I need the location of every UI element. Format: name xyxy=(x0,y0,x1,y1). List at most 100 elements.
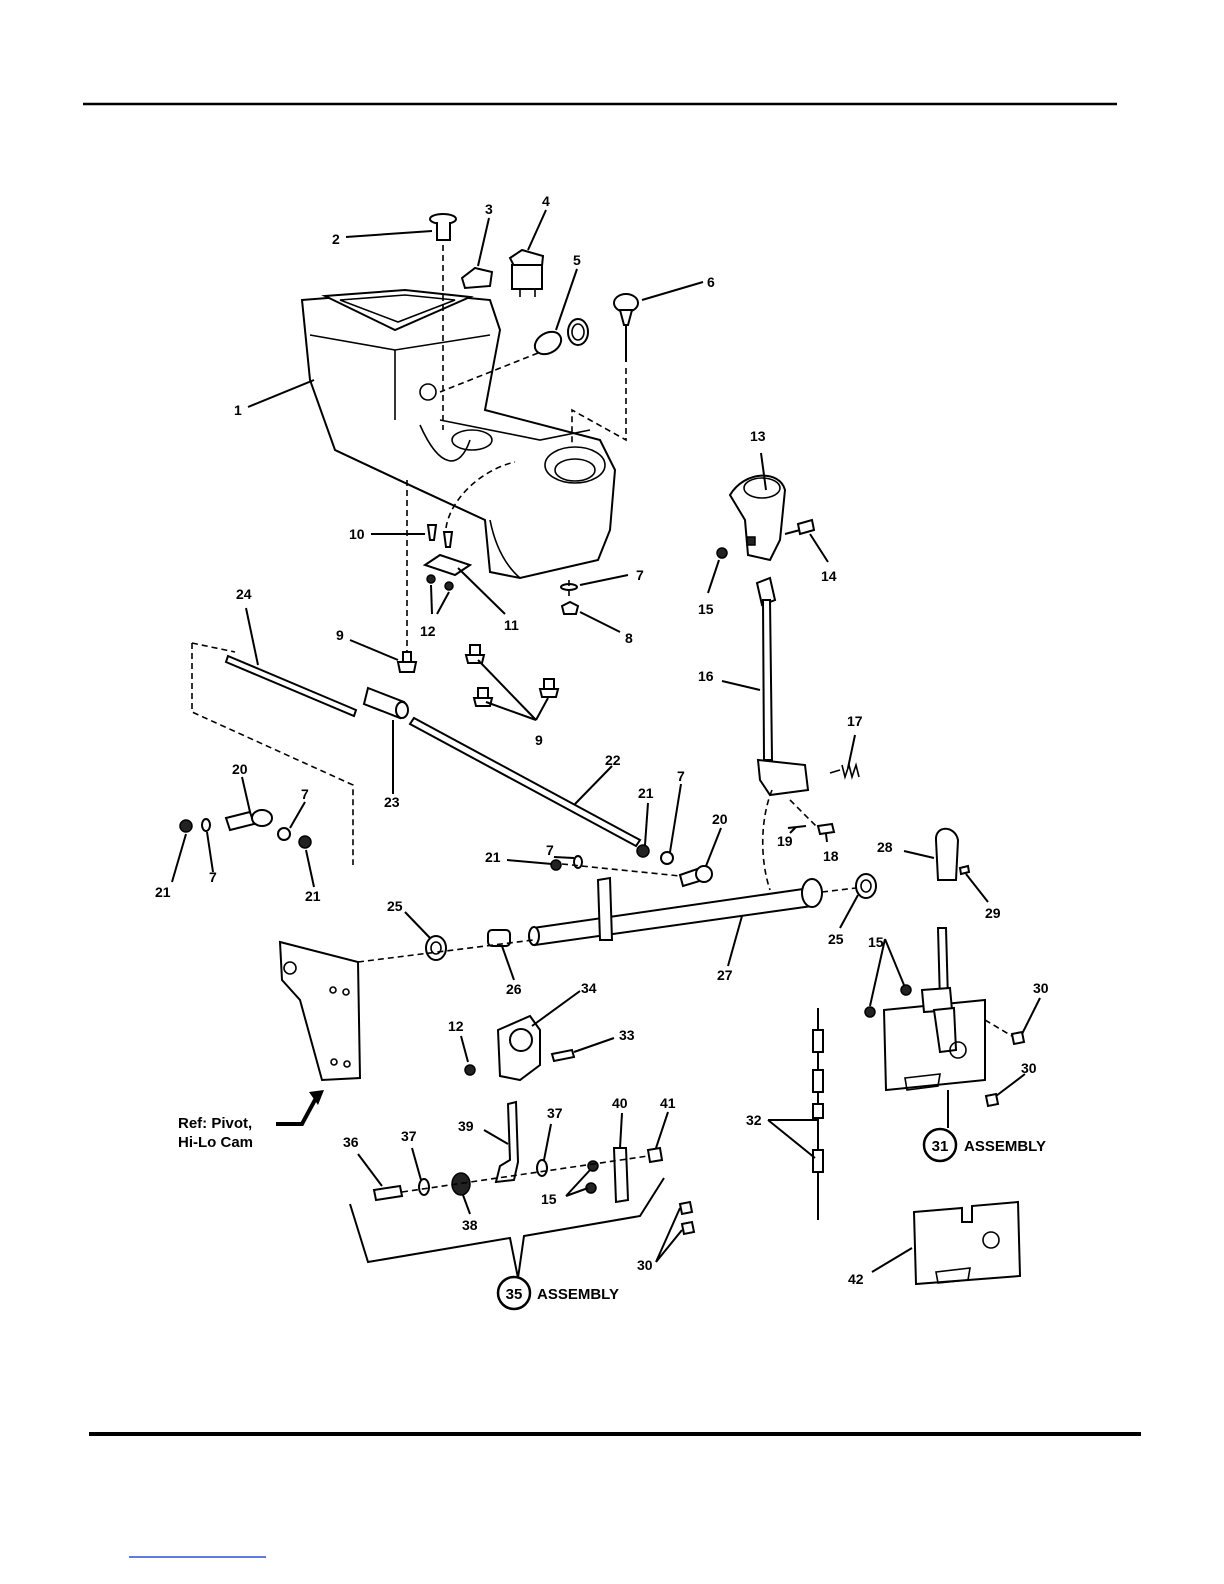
callout-9b: 9 xyxy=(535,732,543,748)
callout-13: 13 xyxy=(750,428,766,444)
part-5-outlet xyxy=(531,319,588,359)
callout-21a: 21 xyxy=(155,884,171,900)
part-36-bolt xyxy=(374,1186,402,1200)
callout-2: 2 xyxy=(332,231,340,247)
part-9-bolts xyxy=(466,645,558,706)
part-3-switch xyxy=(462,268,492,288)
callout-34: 34 xyxy=(581,980,597,996)
reference-line-2: Hi-Lo Cam xyxy=(178,1134,253,1151)
callout-23: 23 xyxy=(384,794,400,810)
callout-10: 10 xyxy=(349,526,365,542)
part-22-rod xyxy=(410,718,640,846)
callout-9a: 9 xyxy=(336,627,344,643)
callout-40: 40 xyxy=(612,1095,628,1111)
part-12-nut xyxy=(427,575,435,583)
callout-33: 33 xyxy=(619,1027,635,1043)
part-18-pin xyxy=(818,824,834,834)
part-9-bolt xyxy=(398,652,416,672)
callout-17: 17 xyxy=(847,713,863,729)
part-40-bracket xyxy=(614,1148,628,1202)
part-19-clip xyxy=(788,826,806,828)
callout-42: 42 xyxy=(848,1271,864,1287)
callout-30a: 30 xyxy=(1033,980,1049,996)
part-29-screw xyxy=(960,866,969,874)
part-32-cable xyxy=(813,1008,823,1220)
part-16-lever xyxy=(757,578,808,795)
assembly-31-label: ASSEMBLY xyxy=(964,1138,1046,1155)
callout-24: 24 xyxy=(236,586,252,602)
part-6-knob xyxy=(614,294,638,362)
callout-5: 5 xyxy=(573,252,581,268)
callout-30b: 30 xyxy=(1021,1060,1037,1076)
callout-20a: 20 xyxy=(232,761,248,777)
part-4-rocker-switch xyxy=(510,250,543,297)
callout-25a: 25 xyxy=(387,898,403,914)
callout-18: 18 xyxy=(823,848,839,864)
callout-1: 1 xyxy=(234,402,242,418)
part-15-nut xyxy=(717,548,727,558)
assembly-35-number: 35 xyxy=(506,1286,523,1303)
callout-30c: 30 xyxy=(637,1257,653,1273)
part-37-washer-2 xyxy=(537,1160,547,1176)
callout-28: 28 xyxy=(877,839,893,855)
part-12-nut-lower xyxy=(465,1065,475,1075)
assembly-31-number: 31 xyxy=(932,1138,949,1155)
callout-14: 14 xyxy=(821,568,837,584)
callout-32: 32 xyxy=(746,1112,762,1128)
callout-27: 27 xyxy=(717,967,733,983)
part-31-plate-assembly xyxy=(884,928,985,1090)
callout-7c: 7 xyxy=(209,869,217,885)
part-28-grip xyxy=(936,829,958,880)
part-14-bolt xyxy=(785,520,814,534)
callout-21c: 21 xyxy=(638,785,654,801)
leader-lines xyxy=(172,210,1040,1272)
part-24-rod xyxy=(226,656,356,716)
part-23-coupler xyxy=(364,688,408,718)
callout-16: 16 xyxy=(698,668,714,684)
callout-15b: 15 xyxy=(868,934,884,950)
part-42-plate xyxy=(914,1202,1020,1284)
part-25-bushing-right xyxy=(856,874,876,898)
callout-4: 4 xyxy=(542,193,550,209)
part-37-washer xyxy=(419,1179,429,1195)
callout-12a: 12 xyxy=(420,623,436,639)
callout-21b: 21 xyxy=(305,888,321,904)
part-7-washer xyxy=(278,828,290,840)
callout-7a: 7 xyxy=(636,567,644,583)
callout-26: 26 xyxy=(506,981,522,997)
part-39-arm xyxy=(496,1102,518,1182)
reference-arrow xyxy=(276,1098,316,1124)
assembly-35-label: ASSEMBLY xyxy=(537,1286,619,1303)
callout-12b: 12 xyxy=(448,1018,464,1034)
part-25-bushing xyxy=(426,936,446,960)
callout-8: 8 xyxy=(625,630,633,646)
callout-21d: 21 xyxy=(485,849,501,865)
part-17-spring xyxy=(830,765,859,777)
part-41-nut xyxy=(648,1148,662,1162)
part-27-shaft xyxy=(529,878,822,945)
callout-7d: 7 xyxy=(677,768,685,784)
callout-38: 38 xyxy=(462,1217,478,1233)
callout-39: 39 xyxy=(458,1118,474,1134)
callout-37a: 37 xyxy=(401,1128,417,1144)
callout-7b: 7 xyxy=(301,786,309,802)
callout-25b: 25 xyxy=(828,931,844,947)
callout-6: 6 xyxy=(707,274,715,290)
assembly-31: 31 ASSEMBLY xyxy=(924,1129,1046,1161)
callout-7e: 7 xyxy=(546,842,554,858)
part-33-bolt xyxy=(552,1050,574,1061)
callout-20b: 20 xyxy=(712,811,728,827)
callout-41: 41 xyxy=(660,1095,676,1111)
callout-37b: 37 xyxy=(547,1105,563,1121)
part-20-ball-joint-right xyxy=(680,866,712,886)
callout-15c: 15 xyxy=(541,1191,557,1207)
assembly-35: 35 ASSEMBLY xyxy=(498,1277,619,1309)
part-13-handle xyxy=(730,476,785,560)
pivot-plate xyxy=(280,942,360,1080)
part-20-ball-joint xyxy=(226,810,272,830)
part-10-screws xyxy=(428,525,452,547)
callout-3: 3 xyxy=(485,201,493,217)
reference-line-1: Ref: Pivot, xyxy=(178,1115,252,1132)
